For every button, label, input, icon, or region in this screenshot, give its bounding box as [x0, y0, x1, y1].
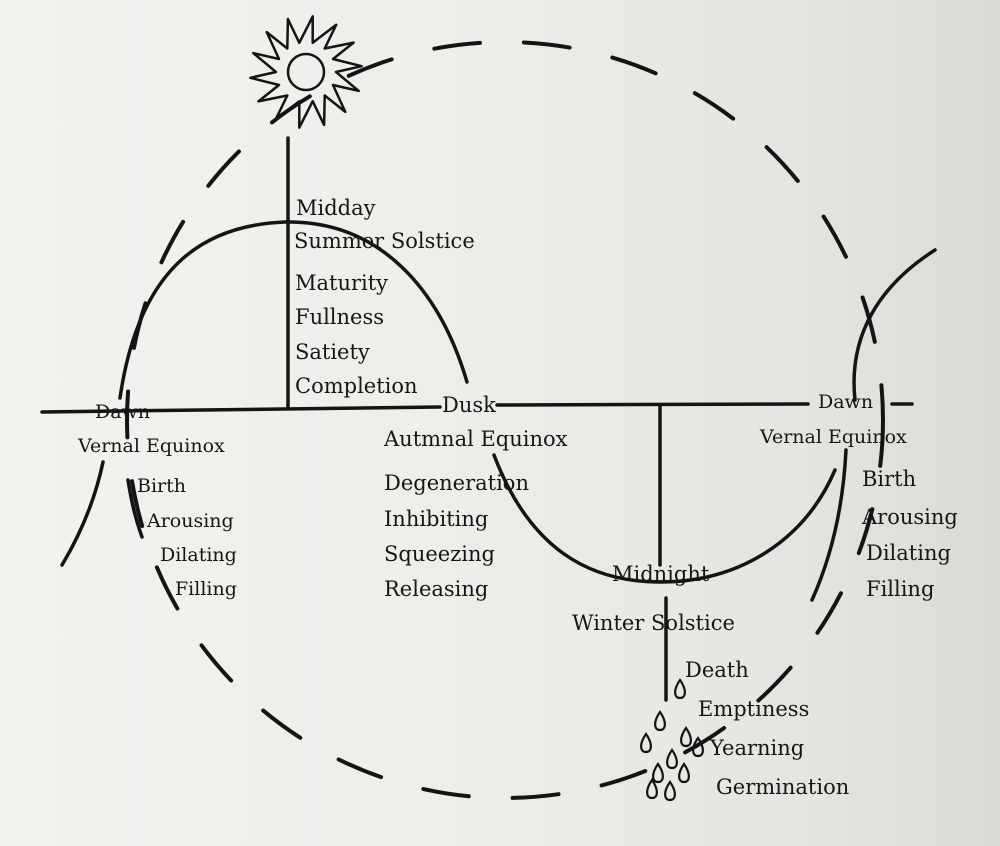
- top-phase-1: Maturity: [295, 271, 388, 295]
- bottom-phase-3: Yearning: [709, 736, 804, 760]
- left-phase-4: Filling: [175, 578, 237, 600]
- center-phase-4: Releasing: [384, 577, 488, 601]
- water-drop: [640, 732, 652, 754]
- dusk-label: Dusk: [442, 393, 496, 417]
- top-phase-3: Satiety: [295, 340, 370, 364]
- left-phase-1: Birth: [137, 475, 186, 497]
- right-vernal-equinox-label: Vernal Equinox: [759, 426, 907, 448]
- left-phase-2: Arousing: [146, 510, 234, 532]
- right-phase-1: Birth: [862, 467, 916, 491]
- left-vernal-equinox-label: Vernal Equinox: [77, 435, 225, 457]
- water-drop: [680, 726, 692, 748]
- water-drop: [692, 736, 704, 758]
- midnight-label: Midnight: [612, 562, 710, 586]
- center-phase-3: Squeezing: [384, 542, 495, 566]
- right-arc-lower: [810, 448, 848, 602]
- left-phase-3: Dilating: [160, 544, 237, 566]
- right-phase-2: Arousing: [861, 505, 958, 529]
- right-phase-4: Filling: [866, 577, 934, 601]
- water-drop: [678, 762, 690, 784]
- water-drop: [674, 678, 686, 700]
- center-phase-2: Inhibiting: [384, 507, 488, 531]
- center-phase-1: Degeneration: [384, 471, 529, 495]
- sun-icon: [249, 15, 363, 129]
- water-drop: [654, 710, 666, 732]
- water-drop: [652, 762, 664, 784]
- outer-cycle-dashed-circle: [125, 40, 885, 800]
- midday-label: Midday: [296, 196, 376, 220]
- right-arc: [852, 248, 937, 402]
- top-phase-4: Completion: [295, 374, 418, 398]
- water-drop: [666, 748, 678, 770]
- water-drop: [664, 780, 676, 802]
- left-dawn-label: Dawn: [95, 401, 150, 423]
- summer-solstice-label: Summer Solstice: [294, 229, 475, 253]
- left-descender-line: [60, 460, 105, 567]
- left-birth-line: [126, 478, 144, 539]
- bottom-phase-1: Death: [685, 658, 749, 682]
- bottom-phase-4: Germination: [716, 775, 849, 799]
- top-phase-2: Fullness: [295, 305, 384, 329]
- autumnal-equinox-label: Autmnal Equinox: [383, 427, 568, 451]
- night-horizon-line: [495, 402, 810, 407]
- day-horizon-line: [40, 405, 442, 414]
- bottom-phase-2: Emptiness: [698, 697, 809, 721]
- day-arc: [118, 220, 469, 400]
- right-dawn-label: Dawn: [818, 391, 873, 413]
- water-drops-icon: [640, 678, 704, 802]
- night-arc: [492, 453, 837, 584]
- winter-solstice-label: Winter Solstice: [572, 611, 735, 635]
- water-drop: [646, 778, 658, 800]
- right-phase-3: Dilating: [866, 541, 951, 565]
